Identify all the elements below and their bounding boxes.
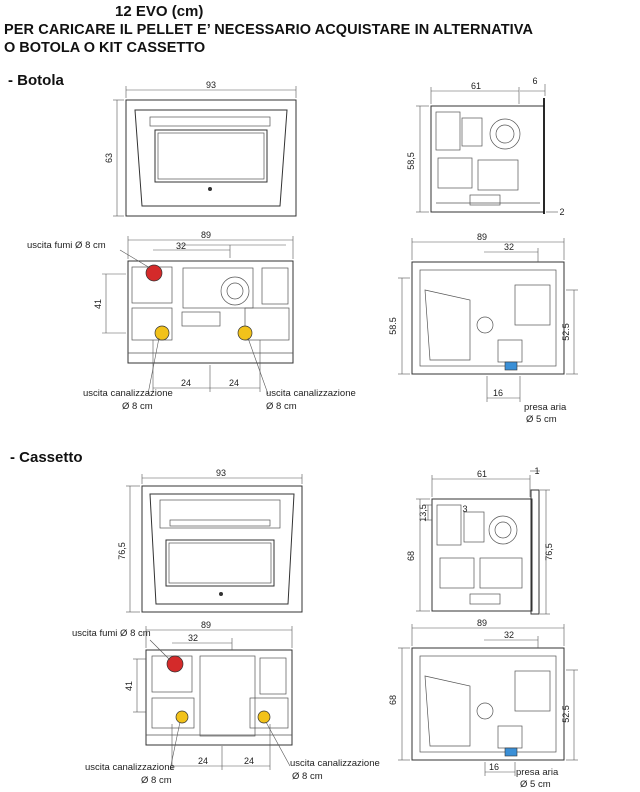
botola-side-view: 61 6 58,5 2 [406, 76, 565, 217]
botola-duct-outlet-left [154, 325, 170, 341]
botola-top-depth-left: 58.5 [388, 317, 398, 335]
cassetto-duct-left-label-1: uscita canalizzazione [85, 762, 175, 773]
cassetto-side-height: 68 [406, 551, 416, 561]
cassetto-flue-label: uscita fumi Ø 8 cm [72, 628, 151, 639]
botola-flue-label: uscita fumi Ø 8 cm [27, 240, 106, 251]
botola-air-label-2: Ø 5 cm [526, 414, 557, 425]
botola-side-height: 58,5 [406, 152, 416, 170]
cassetto-front-width: 93 [216, 468, 226, 478]
cassetto-air-intake [504, 747, 518, 757]
cassetto-side-outer-height: 76,5 [544, 543, 554, 561]
cassetto-duct-outlet-left [175, 710, 189, 724]
section-heading-cassetto: - Cassetto [10, 449, 83, 466]
botola-top-offset: 32 [504, 242, 514, 252]
cassetto-top-offset: 32 [504, 630, 514, 640]
cassetto-top-width: 89 [477, 618, 487, 628]
cassetto-top-depth-left: 68 [388, 695, 398, 705]
subtitle-line-2: O BOTOLA O KIT CASSETTO [4, 40, 206, 56]
botola-air-intake [504, 361, 518, 371]
cassetto-flue-outlet [166, 655, 184, 673]
cassetto-duct-right-label-2: Ø 8 cm [292, 771, 323, 782]
cassetto-top-depth-right: 52.5 [561, 705, 571, 723]
botola-duct-right-label-1: uscita canalizzazione [266, 388, 356, 399]
botola-rear-flue-height: 41 [93, 299, 103, 309]
cassetto-air-label-2: Ø 5 cm [520, 779, 551, 790]
cassetto-duct-left-label-2: Ø 8 cm [141, 775, 172, 786]
subtitle-line-1: PER CARICARE IL PELLET E’ NECESSARIO ACQ… [4, 22, 534, 38]
botola-top-width: 89 [477, 232, 487, 242]
botola-rear-spacing-left: 24 [181, 378, 191, 388]
page-title: 12 EVO (cm) [115, 3, 204, 20]
botola-top-depth-right: 52.5 [561, 323, 571, 341]
cassetto-duct-outlet-right [257, 710, 271, 724]
cassetto-rear-flue-offset: 32 [188, 633, 198, 643]
cassetto-side-offset: 1 [534, 466, 539, 476]
botola-duct-left-label-1: uscita canalizzazione [83, 388, 173, 399]
botola-top-view: 89 32 58.5 52.5 16 presa aria Ø 5 cm [388, 232, 578, 425]
botola-side-depth: 61 [471, 81, 481, 91]
botola-rear-spacing-right: 24 [229, 378, 239, 388]
botola-air-offset: 16 [493, 388, 503, 398]
cassetto-air-offset: 16 [489, 762, 499, 772]
cassetto-rear-width: 89 [201, 620, 211, 630]
botola-front-width: 93 [206, 80, 216, 90]
botola-rear-flue-offset: 32 [176, 241, 186, 251]
botola-flue-outlet [145, 264, 163, 282]
cassetto-side-view: 61 1 13,5 3 68 76,5 [406, 466, 554, 615]
botola-duct-left-label-2: Ø 8 cm [122, 401, 153, 412]
botola-duct-right-label-2: Ø 8 cm [266, 401, 297, 412]
cassetto-rear-flue-height: 41 [124, 681, 134, 691]
section-heading-botola: - Botola [8, 72, 64, 89]
cassetto-side-inner: 3 [462, 504, 467, 514]
cassetto-top-view: 89 32 68 52.5 16 presa aria Ø 5 cm [388, 618, 578, 790]
cassetto-rear-view: 89 32 41 uscita fumi Ø 8 cm 24 24 uscita… [72, 620, 380, 786]
botola-rear-width: 89 [201, 230, 211, 240]
cassetto-side-small: 13,5 [418, 504, 428, 522]
botola-side-base: 2 [559, 207, 564, 217]
cassetto-rear-spacing-left: 24 [198, 756, 208, 766]
cassetto-duct-right-label-1: uscita canalizzazione [290, 758, 380, 769]
botola-side-offset: 6 [532, 76, 537, 86]
botola-air-label-1: presa aria [524, 402, 567, 413]
cassetto-rear-spacing-right: 24 [244, 756, 254, 766]
cassetto-side-depth: 61 [477, 469, 487, 479]
botola-rear-view: 89 32 41 uscita fumi Ø 8 cm 24 24 uscita… [27, 230, 356, 412]
botola-front-view: 93 63 [104, 80, 297, 217]
cassetto-air-label-1: presa aria [516, 767, 559, 778]
cassetto-front-height: 76,5 [117, 542, 127, 560]
cassetto-front-view: 93 76,5 [117, 468, 303, 613]
botola-duct-outlet-right [237, 325, 253, 341]
botola-front-height: 63 [104, 153, 114, 163]
